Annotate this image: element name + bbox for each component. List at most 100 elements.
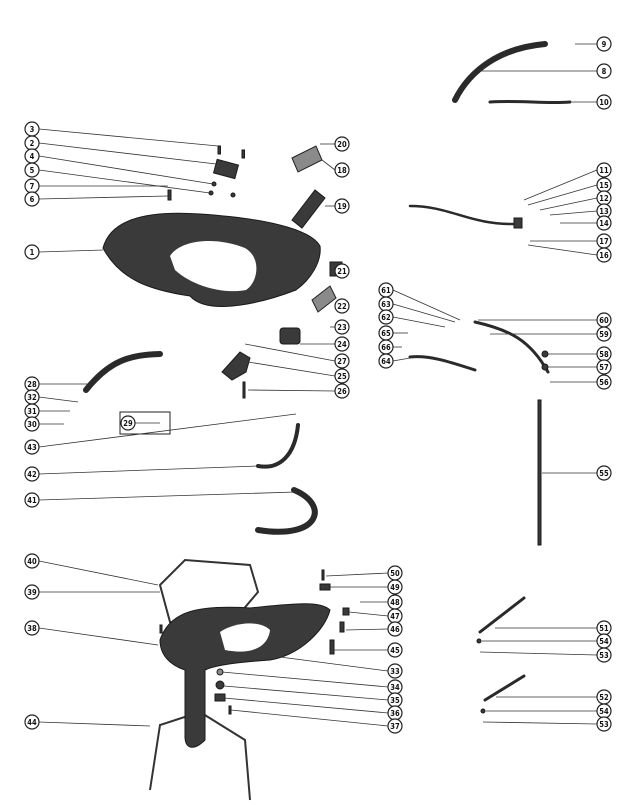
callout-number: 35	[390, 696, 400, 705]
callout-circle	[596, 63, 612, 79]
callout-number: 11	[599, 166, 609, 175]
seal-strip	[291, 145, 323, 173]
callout-number: 15	[599, 181, 609, 190]
callout-48: 48	[360, 594, 403, 610]
callout-11: 11	[523, 162, 612, 201]
callout-number: 30	[27, 420, 37, 429]
pan-opening	[170, 241, 257, 292]
callout-number: 44	[27, 718, 37, 727]
leader-line	[392, 316, 446, 328]
leader-line	[247, 389, 336, 392]
callout-circle	[596, 716, 612, 732]
spring	[342, 607, 350, 616]
callout-number: 7	[30, 182, 35, 191]
leader-line	[527, 244, 598, 256]
callout-number: 2	[30, 139, 35, 148]
callout-circle	[596, 465, 612, 481]
callout-number: 38	[27, 624, 37, 633]
callout-58: 58	[548, 346, 612, 362]
callout-30: 30	[24, 416, 64, 432]
callout-number: 37	[390, 722, 400, 731]
callout-53: 53	[479, 647, 612, 663]
callout-circle	[378, 353, 394, 369]
pan-opening	[220, 623, 270, 652]
leader-line	[523, 169, 598, 201]
seal-bracket	[291, 189, 326, 229]
stud	[167, 189, 172, 201]
callout-circle	[24, 162, 40, 178]
callout-number: 25	[337, 372, 347, 381]
callout-59: 59	[490, 326, 612, 342]
callout-number: 49	[390, 583, 400, 592]
callout-44: 44	[24, 714, 151, 730]
leader-line	[539, 197, 598, 211]
callout-number: 8	[602, 67, 607, 76]
callout-number: 28	[27, 380, 37, 389]
callout-number: 40	[27, 557, 37, 566]
callout-circle	[24, 439, 40, 455]
callout-number: 32	[27, 393, 37, 402]
callout-61: 61	[378, 282, 461, 321]
leader-line	[479, 651, 598, 656]
callout-circle	[387, 642, 403, 658]
callout-number: 54	[599, 637, 609, 646]
leader-line	[549, 210, 598, 216]
bolt	[242, 381, 246, 399]
seal-43	[256, 423, 300, 469]
callout-43: 43	[24, 413, 297, 455]
callout-number: 19	[337, 202, 347, 211]
callout-number: 20	[337, 140, 347, 149]
nut	[230, 192, 236, 198]
breather-hose	[83, 351, 163, 393]
callout-20: 20	[320, 136, 350, 152]
callout-number: 46	[390, 625, 400, 634]
callout-circle	[596, 647, 612, 663]
callout-circle	[24, 620, 40, 636]
callout-65: 65	[378, 325, 408, 341]
callout-42: 42	[24, 465, 259, 482]
callout-circle	[334, 298, 350, 314]
callout-number: 18	[337, 166, 347, 175]
callout-number: 22	[337, 302, 347, 311]
callout-57: 57	[548, 359, 612, 375]
callout-number: 60	[599, 316, 609, 325]
callout-35: 35	[223, 685, 403, 708]
callout-number: 3	[30, 125, 35, 134]
clip	[319, 583, 331, 591]
callout-number: 66	[381, 343, 391, 352]
callout-circle	[120, 415, 136, 431]
leader-line	[38, 142, 217, 165]
callout-34: 34	[221, 671, 403, 695]
shift-rod	[473, 320, 550, 374]
leader-line	[321, 159, 336, 171]
callout-3: 3	[24, 121, 219, 147]
callout-number: 33	[390, 667, 400, 676]
callout-55: 55	[542, 465, 612, 481]
callout-52: 52	[496, 689, 612, 705]
callout-62: 62	[378, 309, 446, 328]
callout-circle	[387, 579, 403, 595]
leader-line	[392, 357, 411, 362]
callout-number: 64	[381, 357, 391, 366]
leader-line	[392, 289, 461, 321]
callout-number: 29	[123, 419, 133, 428]
callout-number: 23	[337, 323, 347, 332]
callout-19: 19	[325, 198, 350, 214]
tie-rod-52	[483, 674, 526, 702]
callout-41: 41	[24, 491, 297, 508]
callout-number: 12	[599, 194, 609, 203]
leader-line	[348, 611, 389, 617]
callout-circle	[596, 215, 612, 231]
link-rod	[408, 355, 477, 372]
leader-line	[244, 343, 336, 362]
callout-51: 51	[495, 620, 612, 636]
leader-line	[38, 396, 79, 403]
callout-number: 41	[27, 496, 37, 505]
callout-8: 8	[480, 63, 612, 79]
callout-circle	[334, 319, 350, 335]
callout-circle	[378, 309, 394, 325]
screw	[217, 145, 221, 155]
leader-line	[223, 697, 389, 714]
screw	[321, 569, 325, 581]
callout-number: 17	[599, 237, 609, 246]
